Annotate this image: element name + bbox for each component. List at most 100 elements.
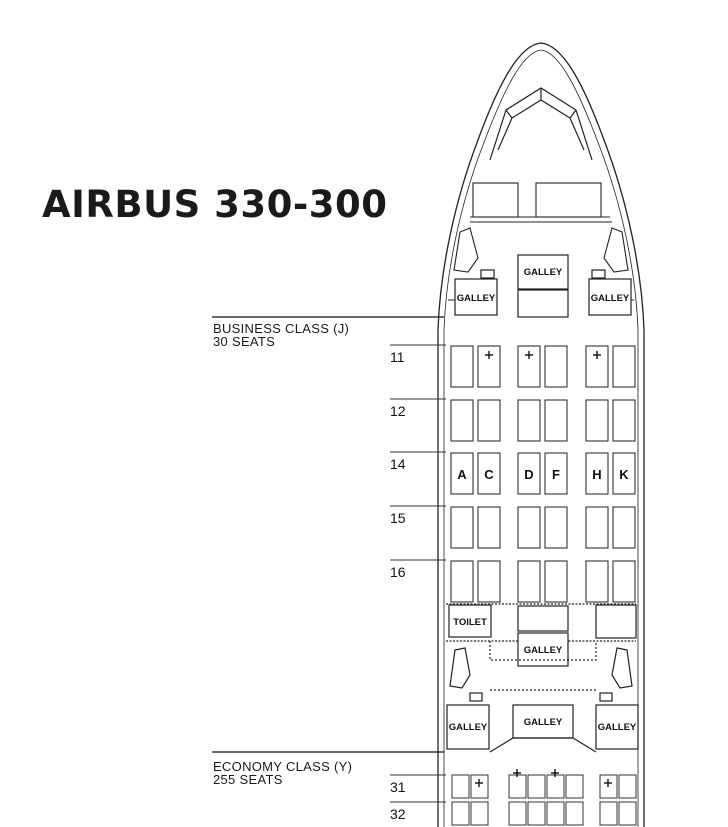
seat[interactable] — [612, 506, 636, 549]
seat[interactable] — [585, 560, 609, 603]
mid-facilities — [446, 603, 639, 753]
plus-icon — [593, 351, 601, 359]
plus-icon — [551, 769, 559, 777]
seat[interactable] — [477, 560, 501, 603]
galley-label: GALLEY — [524, 717, 563, 728]
seat[interactable] — [517, 399, 541, 442]
plus-icon — [604, 779, 612, 787]
seat[interactable] — [618, 801, 637, 826]
economy-class-seats: 255 SEATS — [213, 772, 283, 787]
economy-class-name: ECONOMY CLASS (Y) — [213, 759, 353, 774]
seat[interactable] — [612, 345, 636, 388]
seat-row: 16 — [390, 559, 636, 603]
galley-cart — [517, 605, 569, 632]
galley-label: GALLEY — [524, 267, 563, 278]
galley-box — [454, 278, 498, 316]
seat-row: 11 — [390, 344, 636, 388]
seat[interactable] — [544, 345, 568, 388]
mid-door-right — [611, 647, 633, 689]
seat[interactable] — [546, 774, 565, 799]
economy-class-label: ECONOMY CLASS (Y) 255 SEATS — [213, 760, 352, 786]
seat[interactable] — [618, 774, 637, 799]
row-number: 12 — [390, 403, 406, 419]
seat-letter: D — [524, 467, 533, 482]
seat[interactable] — [544, 560, 568, 603]
mid-door-left — [449, 647, 471, 689]
row-number: 14 — [390, 456, 406, 472]
cockpit-windows — [489, 87, 593, 161]
jump-seat — [591, 269, 606, 279]
forward-compartments — [470, 182, 612, 223]
seat-row: 14A C D F H K — [390, 451, 636, 495]
fuselage — [437, 42, 645, 827]
seat[interactable] — [450, 345, 474, 388]
seat[interactable] — [585, 452, 609, 495]
business-class-seats: 30 SEATS — [213, 334, 276, 349]
seat[interactable] — [612, 399, 636, 442]
business-class-label: BUSINESS CLASS (J) 30 SEATS — [213, 322, 349, 348]
jump-seat — [599, 692, 613, 702]
cabin-leader-lines — [212, 316, 444, 753]
seat[interactable] — [599, 801, 618, 826]
seat[interactable] — [585, 506, 609, 549]
seat[interactable] — [544, 506, 568, 549]
seat-letter: C — [484, 467, 494, 482]
business-cabin: 11 12 14A C D F H K 15 16 — [390, 344, 636, 603]
seat-letter: F — [552, 467, 560, 482]
row-number: 32 — [390, 806, 406, 822]
business-class-name: BUSINESS CLASS (J) — [213, 321, 350, 336]
seat[interactable] — [527, 774, 546, 799]
galley-box — [588, 278, 632, 316]
toilet-box — [448, 604, 492, 638]
seat[interactable] — [565, 801, 584, 826]
galley-label: GALLEY — [598, 722, 637, 733]
seat[interactable] — [517, 452, 541, 495]
seat[interactable] — [544, 399, 568, 442]
page-title: AIRBUS 330-300 — [42, 183, 388, 226]
seat[interactable] — [508, 774, 527, 799]
seat-letter: A — [457, 467, 467, 482]
seat[interactable] — [477, 345, 501, 388]
toilet-label: TOILET — [453, 617, 487, 628]
seat-row: 32 — [390, 801, 637, 826]
seat[interactable] — [450, 399, 474, 442]
seat[interactable] — [517, 560, 541, 603]
galley-label: GALLEY — [591, 293, 630, 304]
seat[interactable] — [451, 801, 470, 826]
seat[interactable] — [450, 452, 474, 495]
seat[interactable] — [508, 801, 527, 826]
row-number: 16 — [390, 564, 406, 580]
seat[interactable] — [451, 774, 470, 799]
seat-letter: K — [619, 467, 629, 482]
seat[interactable] — [585, 345, 609, 388]
seat-letter: H — [592, 467, 601, 482]
seat[interactable] — [470, 801, 489, 826]
seat[interactable] — [612, 560, 636, 603]
plus-icon — [485, 351, 493, 359]
seat[interactable] — [527, 801, 546, 826]
seat[interactable] — [565, 774, 584, 799]
seat[interactable] — [585, 399, 609, 442]
seat[interactable] — [544, 452, 568, 495]
seat[interactable] — [517, 506, 541, 549]
seat[interactable] — [477, 506, 501, 549]
seat[interactable] — [450, 560, 474, 603]
seat[interactable] — [450, 506, 474, 549]
row-number: 31 — [390, 779, 406, 795]
galley-label: GALLEY — [449, 722, 488, 733]
galley-box — [517, 254, 569, 290]
seat[interactable] — [477, 399, 501, 442]
galley-label: GALLEY — [457, 293, 496, 304]
row-number: 15 — [390, 510, 406, 526]
galley-box — [595, 704, 639, 750]
seat[interactable] — [517, 345, 541, 388]
seat[interactable] — [477, 452, 501, 495]
seat-row: 31 — [390, 769, 637, 799]
seat[interactable] — [546, 801, 565, 826]
plus-icon — [513, 769, 521, 777]
plus-icon — [475, 779, 483, 787]
lavatory — [595, 604, 637, 639]
economy-cabin: 31 32 — [390, 769, 637, 826]
seat[interactable] — [612, 452, 636, 495]
